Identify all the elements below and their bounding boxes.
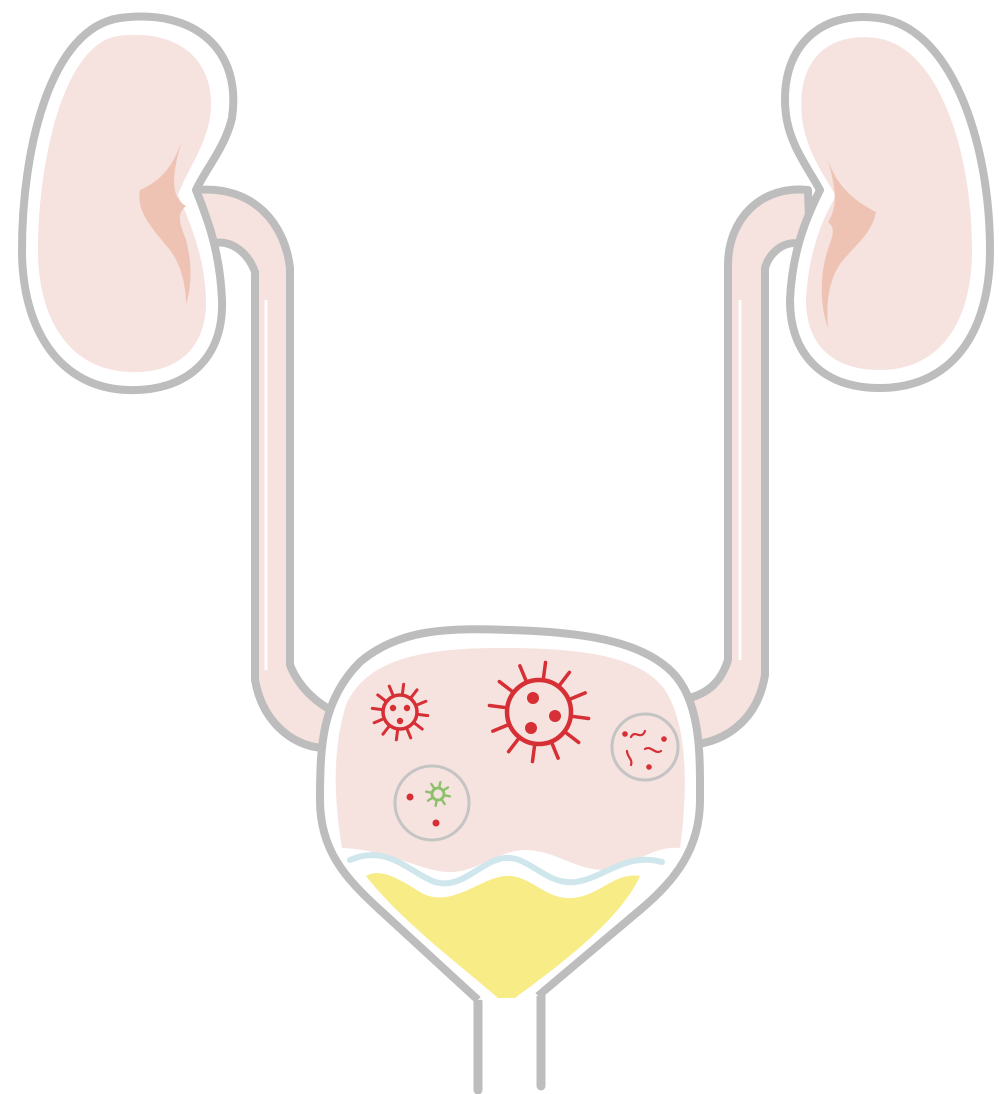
spike [439,782,440,788]
spike [426,792,432,793]
spike [444,795,450,796]
spike [489,705,507,707]
bladder [320,629,700,1000]
spike [402,684,403,695]
urethra [478,996,541,1090]
spike [417,714,428,715]
spike [571,716,589,718]
spike [396,729,397,740]
spike [543,662,545,680]
left-kidney [22,17,233,391]
right-kidney [785,17,990,388]
spike [436,800,437,806]
spike [532,744,534,762]
spike [372,708,383,709]
bladder-tissue [336,648,685,872]
